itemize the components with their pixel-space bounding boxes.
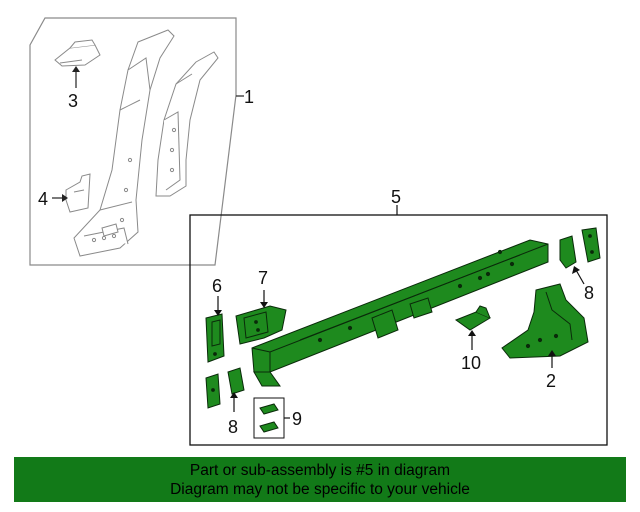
part-2-pillar-lower [501,283,589,359]
callout-4-arrow [62,194,68,202]
callout-9-label: 9 [292,409,302,429]
part-9-clips [259,403,279,433]
info-banner: Part or sub-assembly is #5 in diagram Di… [14,457,626,502]
callout-8-upper-arrow [572,266,580,274]
part-8-bracket-lower [205,367,245,409]
b-pillar-inner-ghost [155,51,219,197]
callout-2-label: 2 [546,371,556,391]
assembly-1-frame [29,17,237,266]
callout-4-label: 4 [38,189,48,209]
callout-7-arrow [260,302,268,308]
part-8-bracket-upper [559,227,601,269]
callout-2-arrow [548,350,556,356]
callout-1-label: 1 [244,87,254,107]
callout-10-label: 10 [461,353,481,373]
part-6-bracket [205,313,225,363]
banner-line-1: Part or sub-assembly is #5 in diagram [189,462,451,479]
callout-8-lower-arrow [230,392,238,398]
callout-3-label: 3 [68,91,78,111]
callout-6-label: 6 [212,276,222,296]
callout-8-upper-leader [575,269,585,285]
part-7-panel [235,305,287,345]
callout-8-lower-label: 8 [228,417,238,437]
callout-10-arrow [468,330,476,336]
part-9-frame [253,397,285,439]
callout-6-arrow [214,310,222,316]
part-10-bracket [454,305,492,331]
part-3-bracket [54,39,101,67]
part-4-bracket [65,173,91,213]
parts-diagram: 3 4 1 5 [29,17,608,446]
callout-7-label: 7 [258,268,268,288]
assembly-5-frame [189,214,608,446]
callout-5-label: 5 [391,187,401,207]
b-pillar-ghost [73,29,175,257]
rocker-panel [251,239,549,387]
callout-8-upper-label: 8 [584,283,594,303]
callout-3-arrow [72,66,80,72]
assembly-5-group: 5 2 [189,187,608,446]
assembly-1-group: 3 4 1 [29,17,254,266]
banner-line-2: Diagram may not be specific to your vehi… [170,481,470,498]
